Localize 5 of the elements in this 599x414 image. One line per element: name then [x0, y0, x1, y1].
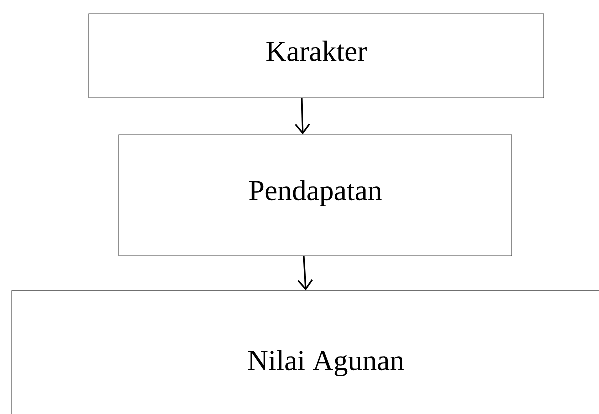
process-box: Karakter	[88, 14, 544, 98]
process-box: Pendapatan	[118, 134, 512, 256]
arrow	[298, 256, 314, 291]
process-box: Nilai Agunan	[12, 290, 599, 414]
arrow	[295, 98, 310, 135]
